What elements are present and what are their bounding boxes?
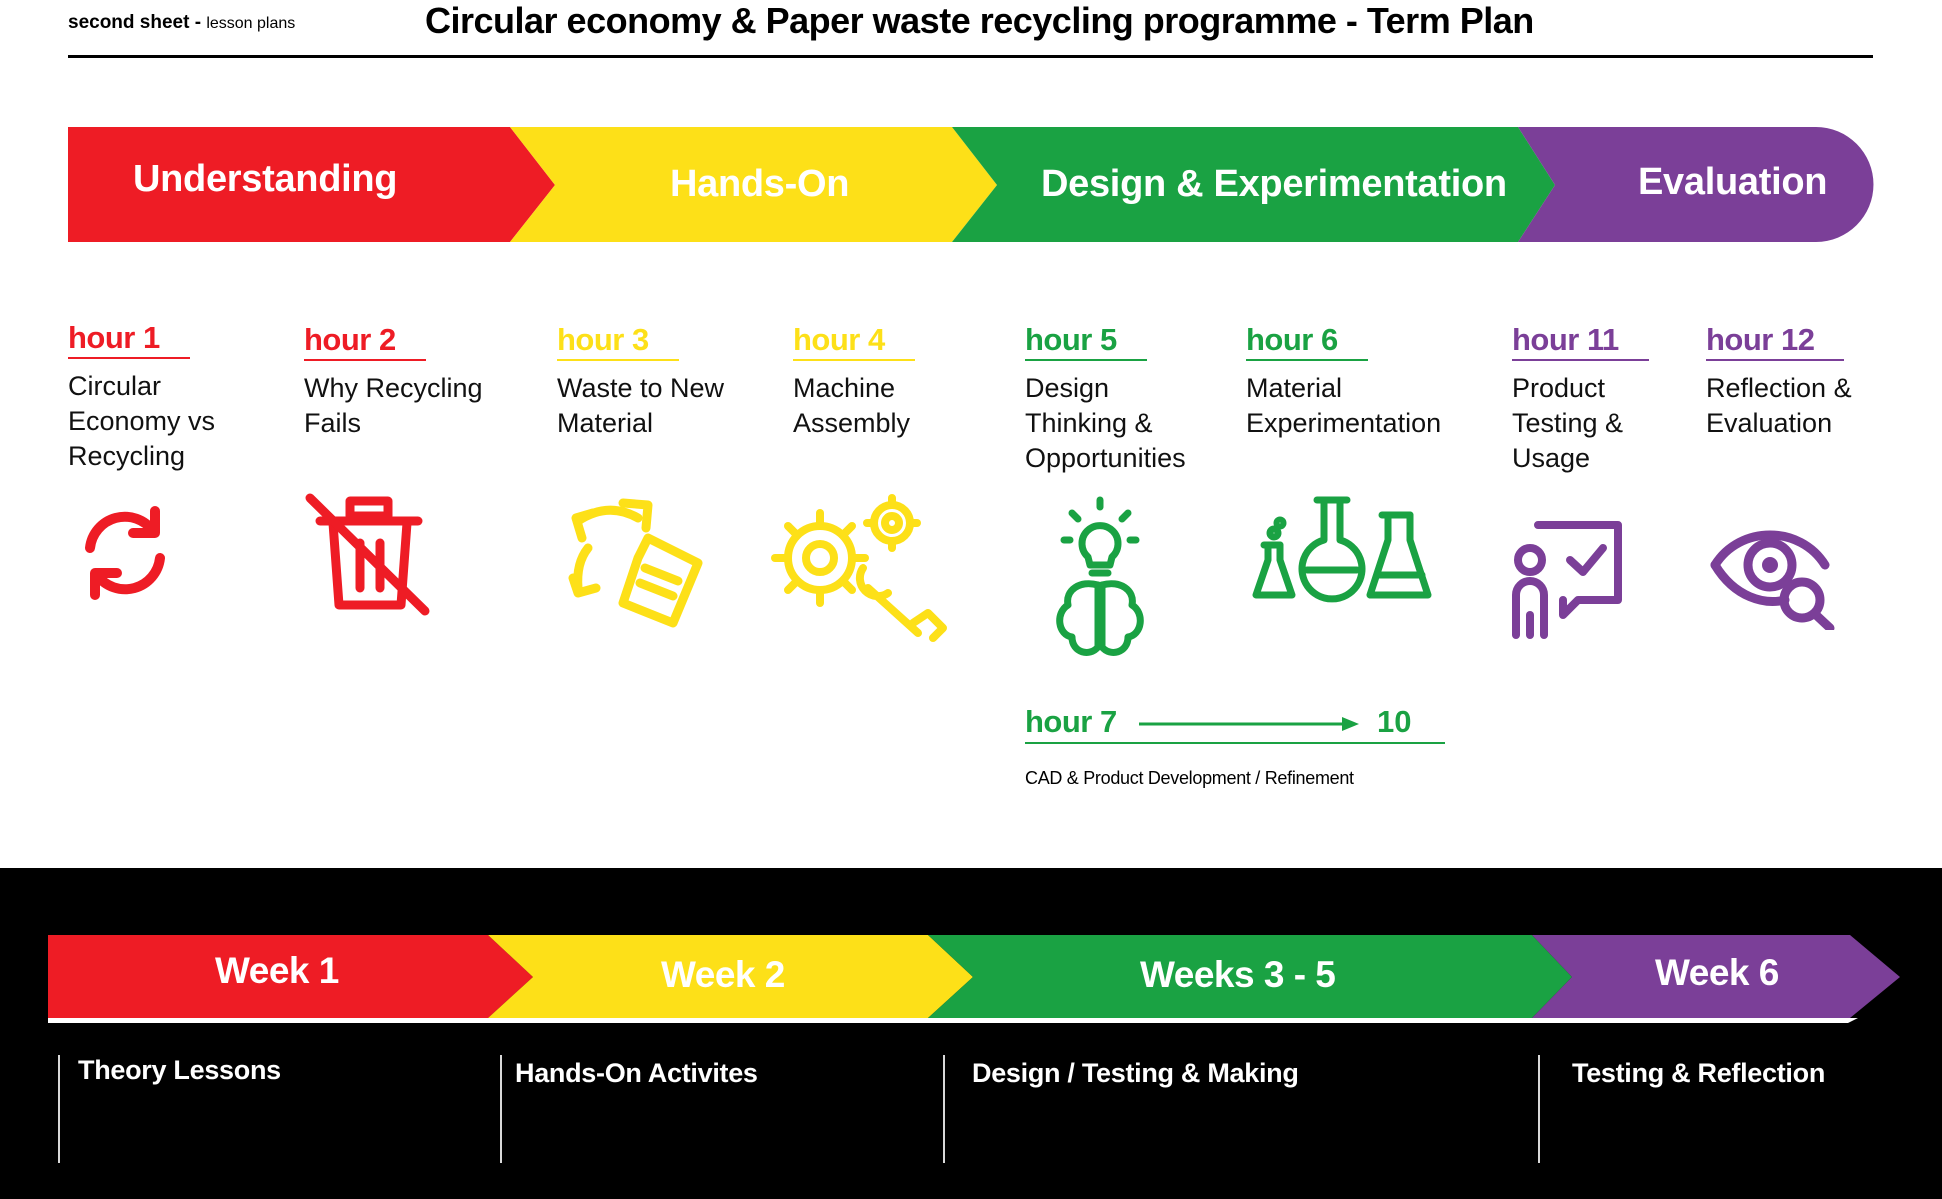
recycle-arrows-icon bbox=[85, 506, 165, 600]
brand-name: second sheet - bbox=[68, 12, 202, 33]
week-arrow-1 bbox=[48, 935, 533, 1018]
hour-label: hour 1 bbox=[68, 320, 190, 359]
hour-title: Waste to New Material bbox=[557, 373, 725, 438]
week-arrow-3-5 bbox=[928, 935, 1572, 1018]
week-label-6: Week 6 bbox=[1655, 952, 1779, 993]
week-activity-6: Testing & Reflection bbox=[1572, 1058, 1826, 1088]
hour-card-6: hour 6 Material Experimentation bbox=[1246, 322, 1456, 441]
hour-card-11: hour 11 Product Testing & Usage bbox=[1512, 322, 1722, 476]
hour-label: hour 4 bbox=[793, 322, 915, 361]
phase-label-hands-on: Hands-On bbox=[670, 163, 850, 205]
phase-label-evaluation: Evaluation bbox=[1638, 161, 1828, 203]
phase-arrow-hands-on bbox=[510, 127, 997, 242]
hour-label: hour 12 bbox=[1706, 322, 1845, 361]
column-divider bbox=[1538, 1055, 1540, 1163]
week-activity-1: Theory Lessons bbox=[78, 1055, 281, 1085]
hour-card-3: hour 3 Waste to New Material bbox=[557, 322, 767, 441]
phase-arrow-design bbox=[952, 127, 1555, 242]
lab-flasks-icon bbox=[1252, 496, 1432, 603]
hour-card-1: hour 1 Circular Economy vs Recycling bbox=[68, 320, 278, 474]
hour-title: Why Recycling Fails bbox=[304, 373, 483, 438]
hour-label: hour 11 bbox=[1512, 322, 1649, 361]
hour-range-start: hour 7 bbox=[1025, 704, 1117, 739]
hour-title: Material Experimentation bbox=[1246, 373, 1442, 438]
week-banner bbox=[48, 935, 1900, 1023]
week-label-3-5: Weeks 3 - 5 bbox=[1140, 954, 1336, 995]
phase-label-design: Design & Experimentation bbox=[1041, 163, 1507, 205]
person-checklist-icon bbox=[1512, 521, 1622, 639]
column-divider bbox=[943, 1055, 945, 1163]
arrow-right-icon bbox=[1139, 717, 1359, 731]
brand-label: second sheet - lesson plans bbox=[68, 12, 295, 34]
phase-banner bbox=[68, 127, 1874, 242]
gears-wrench-icon bbox=[771, 494, 947, 642]
hour-label: hour 2 bbox=[304, 322, 426, 361]
phase-label-understanding: Understanding bbox=[133, 158, 398, 200]
column-divider bbox=[500, 1055, 502, 1163]
hour-title: Circular Economy vs Recycling bbox=[68, 371, 216, 471]
hour-card-2: hour 2 Why Recycling Fails bbox=[304, 322, 514, 441]
week-arrow-6 bbox=[1532, 935, 1900, 1018]
hour-label: hour 3 bbox=[557, 322, 679, 361]
hour-range-end: 10 bbox=[1377, 704, 1412, 739]
eye-magnifier-icon bbox=[1710, 530, 1835, 630]
week-arrow-2 bbox=[488, 935, 973, 1018]
page-title: Circular economy & Paper waste recycling… bbox=[425, 0, 1534, 41]
week-activity-3-5: Design / Testing & Making bbox=[972, 1058, 1299, 1088]
hour-title: Product Testing & Usage bbox=[1512, 373, 1624, 473]
hour-card-5: hour 5 Design Thinking & Opportunities bbox=[1025, 322, 1235, 476]
hour-title: Design Thinking & Opportunities bbox=[1025, 373, 1186, 473]
hour-label: hour 5 bbox=[1025, 322, 1147, 361]
hour-range-description: CAD & Product Development / Refinement bbox=[1025, 768, 1354, 788]
week-label-2: Week 2 bbox=[661, 954, 785, 995]
hour-label: hour 6 bbox=[1246, 322, 1368, 361]
hour-card-4: hour 4 Machine Assembly bbox=[793, 322, 1003, 441]
hour-title: Reflection & Evaluation bbox=[1706, 373, 1852, 438]
brand-subtitle: lesson plans bbox=[206, 15, 296, 32]
weeks-panel bbox=[0, 868, 1942, 1199]
phase-arrow-understanding bbox=[68, 127, 555, 242]
column-divider bbox=[58, 1055, 60, 1163]
hour-title: Machine Assembly bbox=[793, 373, 911, 438]
week-label-1: Week 1 bbox=[215, 950, 339, 991]
paper-cycle-icon bbox=[568, 498, 703, 628]
brain-lightbulb-icon bbox=[1056, 496, 1144, 656]
hour-range-underline bbox=[1025, 742, 1445, 744]
hour-card-12: hour 12 Reflection & Evaluation bbox=[1706, 322, 1916, 441]
week-activity-2: Hands-On Activites bbox=[515, 1058, 758, 1088]
header-divider bbox=[68, 55, 1873, 58]
crossed-trash-icon bbox=[305, 493, 430, 616]
phase-arrow-evaluation bbox=[1518, 127, 1874, 242]
